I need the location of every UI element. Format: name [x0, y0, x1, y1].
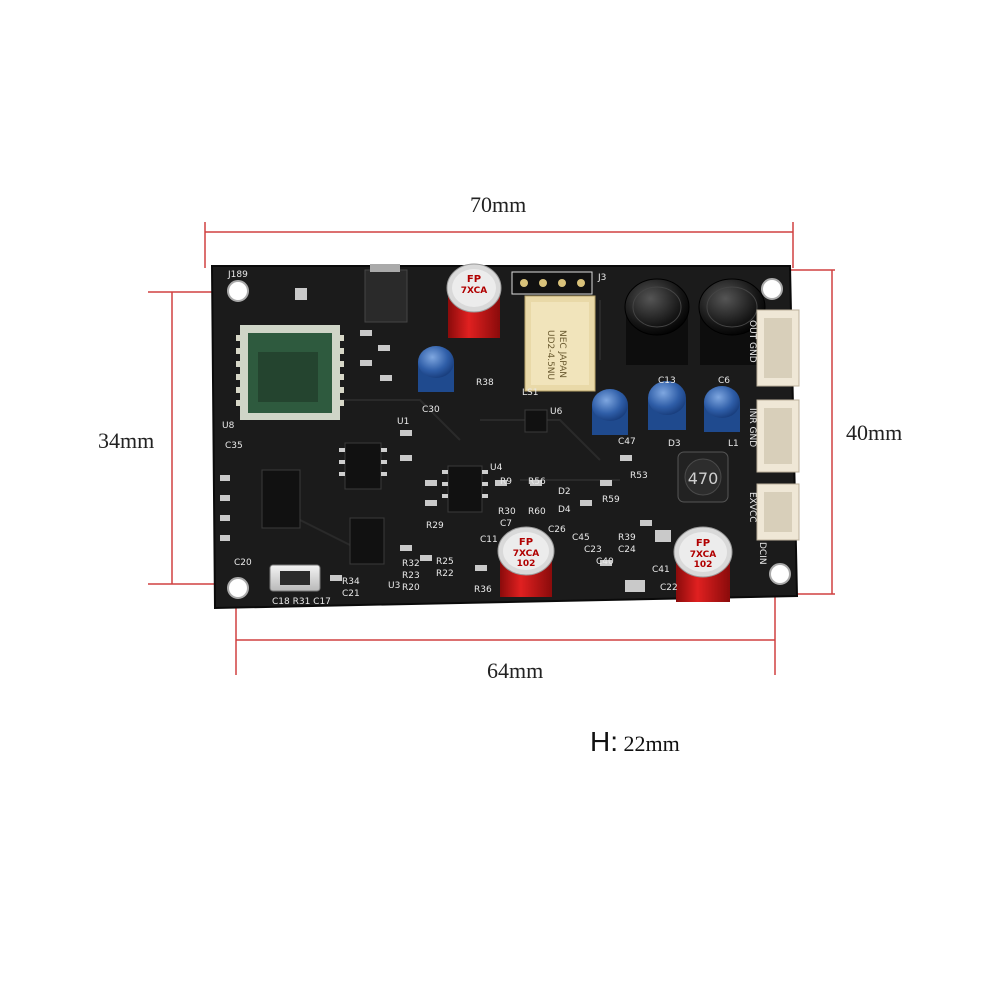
ref-label: C45 [572, 533, 590, 543]
height-value: 22mm [618, 731, 680, 756]
ref-label: C11 [480, 535, 498, 545]
power-inductor: 470 [677, 451, 729, 503]
ref-label: C24 [618, 545, 636, 555]
ref-label: D4 [558, 505, 571, 515]
ref-label: R29 [426, 521, 444, 531]
ref-label: U4 [490, 463, 503, 473]
ref-label: C41 [652, 565, 670, 575]
ref-label: R30 [498, 507, 516, 517]
cap-mark: FP [467, 274, 481, 285]
ref-label: C13 [658, 376, 676, 386]
ref-label: D3 [668, 439, 681, 449]
red-electrolytic-cap: FP 7XCA 102 [497, 526, 555, 597]
jst-connector-out [756, 309, 800, 387]
ref-label: C26 [548, 525, 566, 535]
ref-label: C30 [422, 405, 440, 415]
ref-label: C40 [596, 557, 614, 567]
dimension-height-total: H: 22mm [590, 726, 680, 758]
blue-electrolytic-cap [418, 346, 454, 392]
connector-labels: OUT GND INR GND EXVCC DCIN [747, 320, 767, 565]
dimension-height-left: 34mm [98, 428, 155, 453]
ic-chips [261, 409, 548, 565]
mounting-hole [769, 563, 791, 585]
regulator-chip [364, 269, 408, 323]
silkscreen-labels: J189 U8 LS1 U1 U3 U4 U6 C30 C13 C6 C7 C2… [222, 270, 739, 607]
ref-label: R56 [528, 477, 546, 487]
black-electrolytic-cap [698, 278, 766, 365]
ref-label: R25 [436, 557, 454, 567]
dimension-width-bottom: 64mm [487, 658, 544, 683]
ref-label: C22 [660, 583, 678, 593]
jst-connector-inr [756, 399, 800, 473]
relay: NEC JAPAN UD2-4.5NU [524, 295, 596, 392]
ref-label: J3 [597, 273, 606, 283]
blue-electrolytic-cap [648, 381, 686, 430]
cap-mark: FP [696, 538, 710, 549]
ref-label: R23 [402, 571, 420, 581]
ref-label: R32 [402, 559, 420, 569]
relay-maker-label: NEC JAPAN [557, 330, 567, 378]
ref-label: R36 [474, 585, 492, 595]
ref-label: C18 R31 C17 [272, 597, 331, 607]
ref-label: C6 [718, 376, 730, 386]
red-electrolytic-cap: FP 7XCA 102 [673, 526, 733, 602]
ref-label: C7 [500, 519, 512, 529]
smd-components [220, 288, 671, 592]
cap-mark: FP [519, 537, 533, 548]
ref-label: R9 [500, 477, 512, 487]
red-electrolytic-cap: FP 7XCA [446, 263, 502, 338]
blue-electrolytic-cap [592, 389, 628, 435]
dimension-width-top: 70mm [470, 192, 527, 217]
ref-label: R34 [342, 577, 360, 587]
ref-label: R53 [630, 471, 648, 481]
cap-mark: 102 [694, 560, 713, 570]
mounting-hole [227, 280, 249, 302]
ref-label: R38 [476, 378, 494, 388]
mounting-hole [761, 278, 783, 300]
jst-connector-dcin [756, 483, 800, 541]
bluetooth-module [236, 325, 344, 420]
ref-label: U1 [397, 417, 409, 427]
cap-mark: 7XCA [690, 550, 716, 560]
relay-ref-label: LS1 [522, 388, 538, 398]
ref-label: C47 [618, 437, 636, 447]
ref-label: R20 [402, 583, 420, 593]
ref-label: C20 [234, 558, 252, 568]
ref-label: R59 [602, 495, 620, 505]
ref-label: U3 [388, 581, 400, 591]
cap-mark: 102 [517, 559, 536, 569]
inductor-value: 470 [688, 469, 719, 488]
dimension-height-right: 40mm [846, 420, 903, 445]
cap-mark: 7XCA [513, 549, 539, 559]
connector-label: OUT GND [747, 320, 757, 363]
ref-label: R60 [528, 507, 546, 517]
black-electrolytic-cap [624, 278, 690, 365]
ref-label: R22 [436, 569, 454, 579]
connector-label: INR GND [747, 408, 757, 447]
ref-label: C21 [342, 589, 360, 599]
ref-label: C35 [225, 441, 243, 451]
mounting-hole [227, 577, 249, 599]
dimension-lines [148, 222, 835, 675]
ref-label: U6 [550, 407, 563, 417]
ref-label: D2 [558, 487, 571, 497]
height-prefix: H: [590, 726, 618, 757]
connector-label: DCIN [757, 542, 767, 565]
connector-label: EXVCC [747, 492, 757, 523]
pin-header [511, 271, 593, 295]
cap-mark: 7XCA [461, 286, 487, 296]
relay-model-label: UD2-4.5NU [545, 330, 555, 380]
ref-label: R39 [618, 533, 636, 543]
ref-label: L1 [728, 439, 739, 449]
board-ref-label: J189 [227, 270, 248, 280]
blue-electrolytic-cap [704, 386, 740, 432]
ref-label: C23 [584, 545, 602, 555]
module-ref-label: U8 [222, 421, 235, 431]
